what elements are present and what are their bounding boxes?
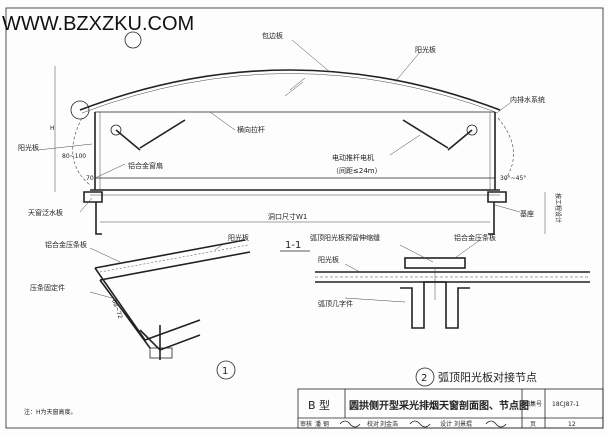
label-motor-spacing: （间距≤24m） xyxy=(332,167,382,175)
signature-reviewer xyxy=(339,420,361,428)
actuator-left xyxy=(139,119,186,149)
section-1-1: 包边板 阳光板 内排水系统 阳光板 80~100 横向拉杆 铝合金窗扇 电动推杆… xyxy=(18,31,562,252)
actuator-right xyxy=(402,119,449,149)
dim-h: H xyxy=(50,125,55,132)
label-fixer: 压条固定件 xyxy=(30,283,65,292)
arch-panel xyxy=(79,69,501,111)
watermark: WWW.BZXZKU.COM xyxy=(2,13,194,35)
section-title: 1-1 xyxy=(285,240,301,251)
type-label: B 型 xyxy=(308,398,330,412)
note: 注：H为天窗高度。 xyxy=(24,408,77,416)
check-label: 校对 xyxy=(367,420,379,428)
checker: 刘金浩 xyxy=(380,420,398,428)
signature-designer xyxy=(485,420,507,428)
label-sun-panel: 阳光板 xyxy=(415,45,436,54)
page-number: 12 xyxy=(568,421,576,428)
dim-68-72: 68~72 xyxy=(110,298,124,320)
label-angle: 30°~45° xyxy=(500,175,526,182)
label-transverse-rod: 横向拉杆 xyxy=(237,125,265,134)
designer: 刘景琨 xyxy=(454,420,472,428)
label-alu-strip: 铝合金压条板 xyxy=(45,240,87,249)
label-motor: 电动推杆电机 xyxy=(332,153,374,162)
atlas-number: 18CJ87-1 xyxy=(552,401,579,408)
label-gap: 弧顶阳光板预留伸缩缝 xyxy=(310,233,380,242)
detail-callout-circle xyxy=(70,100,90,120)
label-opening: 洞口尺寸W1 xyxy=(268,212,307,221)
detail-2-number: 2 xyxy=(421,373,427,384)
label-sun-panel-d1: 阳光板 xyxy=(228,233,249,242)
design-label: 设计 xyxy=(440,420,452,428)
detail-1-number: 1 xyxy=(222,366,228,377)
drawing-title: 圆拱侧开型采光排烟天窗剖面图、节点图 xyxy=(349,399,529,412)
detail-1-circle xyxy=(216,360,236,380)
label-alu-sash: 铝合金窗扇 xyxy=(128,161,163,170)
detail-ref-circle xyxy=(124,31,142,49)
atlas-label: 图集号 xyxy=(524,400,542,408)
label-base: 基座 xyxy=(520,209,534,218)
detail-2-circle xyxy=(415,367,435,387)
signature-checker xyxy=(409,420,431,428)
label-hat-piece: 弧顶几字件 xyxy=(318,299,353,308)
label-edge-plate: 包边板 xyxy=(262,31,283,40)
detail-1: 铝合金压条板 阳光板 压条固定件 68~72 1 xyxy=(30,233,251,380)
label-engineering: 按工程设计 xyxy=(554,193,562,223)
hat-piece xyxy=(400,281,470,329)
label-alu-strip-d2: 铝合金压条板 xyxy=(454,233,496,242)
title-block: B 型 圆拱侧开型采光排烟天窗剖面图、节点图 图集号 18CJ87-1 审核 潘… xyxy=(297,388,604,429)
label-sun-panel-left: 阳光板 xyxy=(18,143,39,152)
review-label: 审核 xyxy=(300,420,312,428)
page-label: 页 xyxy=(530,421,536,428)
label-inner-drain: 内排水系统 xyxy=(510,95,545,104)
label-flashing: 天窗泛水板 xyxy=(28,208,63,217)
detail-2-title: 弧顶阳光板对接节点 xyxy=(438,370,537,384)
detail-2: 弧顶阳光板预留伸缩缝 铝合金压条板 阳光板 弧顶几字件 2 弧顶阳光板对接节点 xyxy=(310,233,590,387)
label-sun-panel-d2: 阳光板 xyxy=(318,255,339,264)
dim-80-100: 80~100 xyxy=(62,153,86,160)
reviewer: 潘 钢 xyxy=(315,420,329,428)
dim-70: 70 xyxy=(86,175,94,182)
